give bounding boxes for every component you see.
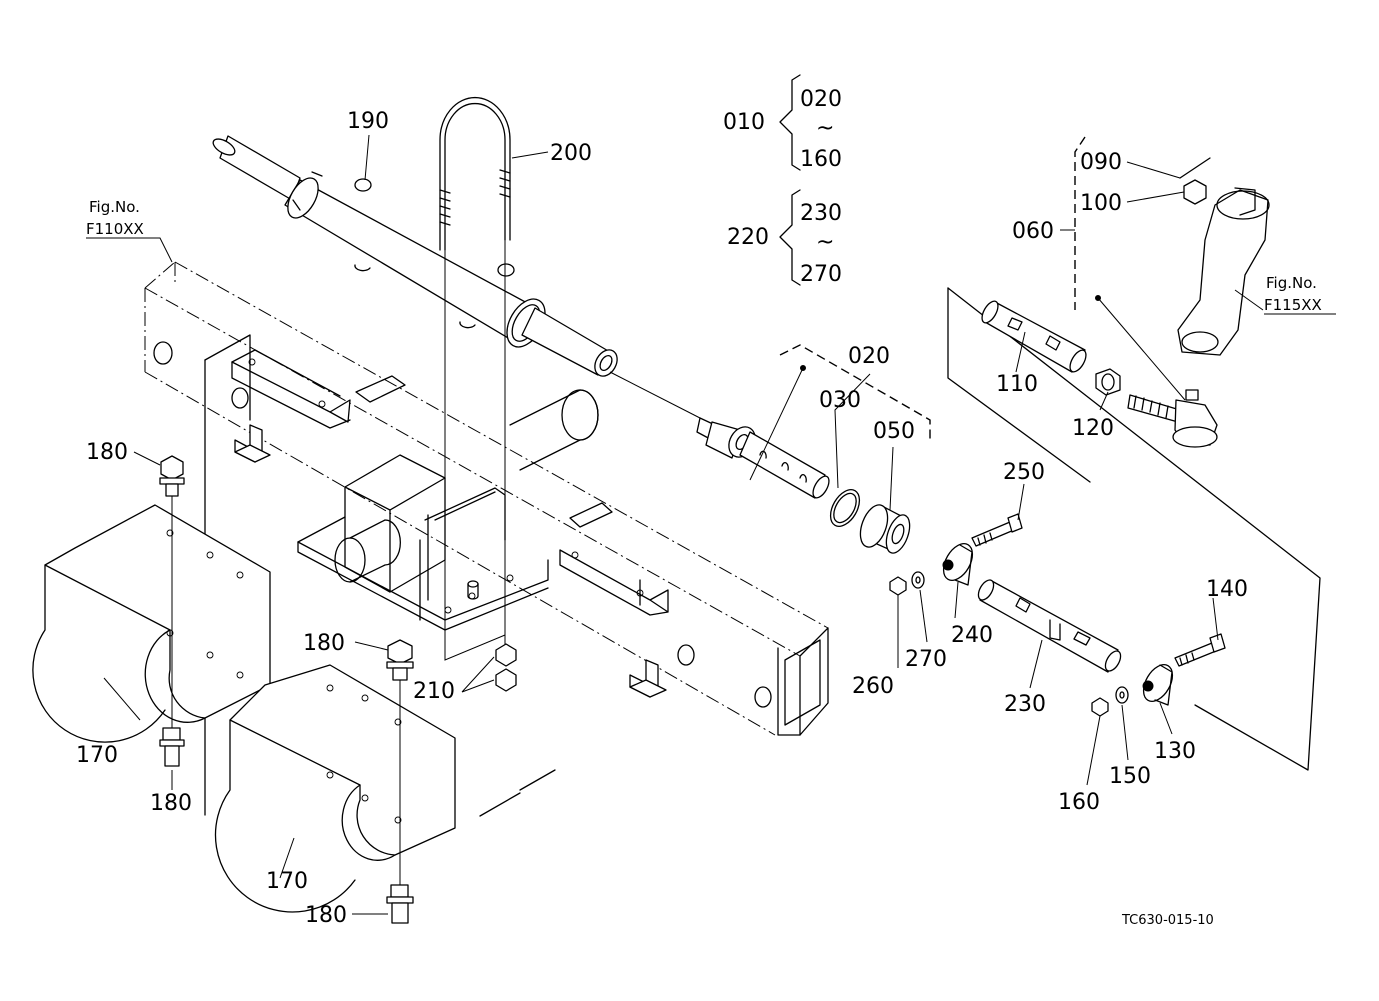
drawing-code: TC630-015-10 [1121,913,1214,928]
figure-reference-right: Fig.No. F115XX [1264,274,1336,315]
clamp-240 [942,543,974,586]
callout-030: 030 [819,388,861,413]
front-axle-frame [144,261,829,817]
callout-190: 190 [347,109,389,134]
callout-020: 020 [848,344,890,369]
callout-110: 110 [996,372,1038,397]
callout-210: 210 [413,679,455,704]
nut-120 [1095,368,1121,396]
guard-right [214,664,456,913]
nut-260-washer-270 [889,571,925,596]
o-ring-030 [829,489,861,527]
callout-230: 230 [1004,692,1046,717]
cotter-nut-100-090 [1179,157,1211,205]
group-220-to: 270 [800,262,842,287]
callout-180-a: 180 [86,440,128,465]
callout-270: 270 [905,647,947,672]
figure-reference-left: Fig.No. F110XX [86,198,173,263]
group-010-from: 020 [800,87,842,112]
callout-180-b: 180 [150,791,192,816]
bolt-180-c [386,639,414,681]
callout-130: 130 [1154,739,1196,764]
u-bolt [439,97,511,661]
bolt-250 [971,513,1023,547]
fig-ref-right-line1: Fig.No. [1266,274,1317,292]
bolt-180-a [159,455,185,497]
callout-100: 100 [1080,191,1122,216]
callout-120: 120 [1072,416,1114,441]
callout-240: 240 [951,623,993,648]
fig-ref-right-line2: F115XX [1264,296,1322,314]
group-220: 220 230 ~ 270 [727,201,842,287]
callout-050: 050 [873,419,915,444]
group-220-from: 230 [800,201,842,226]
callout-leaders [103,134,1264,915]
guard-left [32,490,271,743]
tie-rod-end [696,417,830,499]
callout-200: 200 [550,141,592,166]
callout-160: 160 [1058,790,1100,815]
fig-ref-left-line2: F110XX [86,220,144,238]
callout-170-a: 170 [76,743,118,768]
sleeve-110 [981,300,1087,373]
pitman-arm-ref [1177,187,1270,356]
fig-ref-left-line1: Fig.No. [89,198,140,216]
callout-090: 090 [1080,150,1122,175]
group-010-label: 010 [723,110,765,135]
frame-clips [234,424,667,698]
dust-seal-050 [859,504,911,554]
group-220-tilde: ~ [816,230,834,255]
callout-250: 250 [1003,460,1045,485]
rod-230 [977,579,1122,673]
bracket-010 [779,74,801,171]
assy-060-bracket [1074,136,1086,310]
callout-140: 140 [1206,577,1248,602]
steering-cylinder [212,135,701,419]
callout-180-d: 180 [305,903,347,928]
group-010-tilde: ~ [816,116,834,141]
nut-160-washer-150 [1091,686,1129,717]
bolt-180-b [159,727,185,767]
bolts [159,455,414,924]
callout-060: 060 [1012,219,1054,244]
box-110-060 [947,287,1321,771]
callout-170-b: 170 [266,869,308,894]
clamp-130 [1142,664,1174,706]
group-010-to: 160 [800,147,842,172]
callout-180-c: 180 [303,631,345,656]
part-callouts: 190 200 180 170 180 180 210 170 180 020 … [76,109,1248,928]
callout-260: 260 [852,674,894,699]
group-220-label: 220 [727,225,769,250]
group-010: 010 020 ~ 160 [723,87,842,172]
assy-020-box [779,344,931,440]
bracket-220 [779,189,801,286]
bolt-180-d [386,884,414,924]
nuts [495,643,517,692]
ball-joint-060 [1127,389,1218,448]
callout-150: 150 [1109,764,1151,789]
